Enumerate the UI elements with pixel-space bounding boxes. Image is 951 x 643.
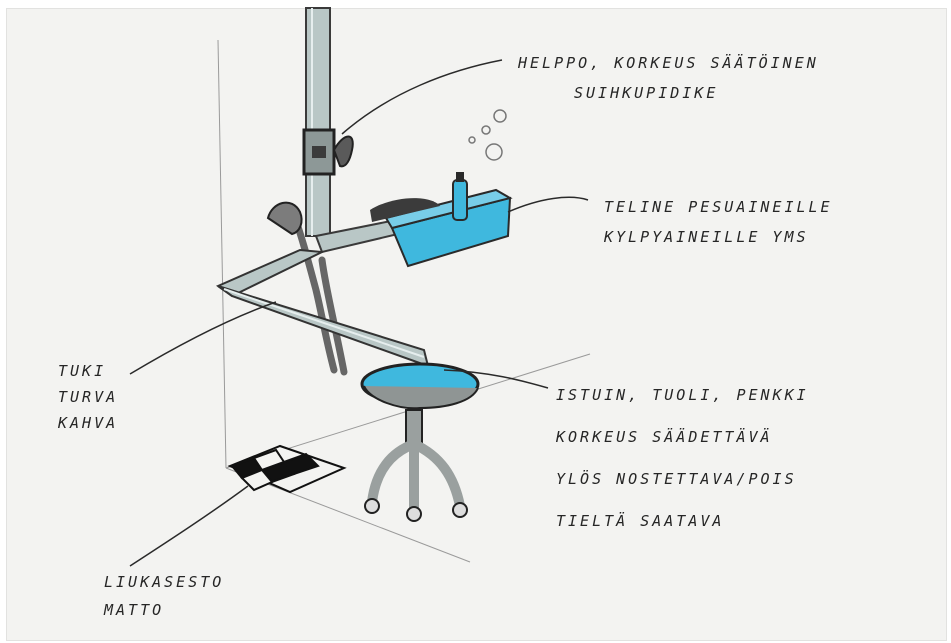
mat-note: LIUKASESTO MATTO bbox=[104, 568, 224, 624]
shelf-note: TELINE PESUAINEILLE KYLPYAINEILLE YMS bbox=[604, 192, 833, 252]
toiletries-shelf bbox=[370, 110, 510, 266]
shower-pole bbox=[306, 8, 330, 236]
shelf-note-line1: TELINE PESUAINEILLE bbox=[604, 192, 833, 222]
adjustable-stool bbox=[362, 364, 478, 521]
shower-holder-note-line2: SUIHKUPIDIKE bbox=[518, 78, 819, 108]
grab-rail-note-line2: TURVA bbox=[58, 384, 118, 410]
grab-rail-note-line1: TUKI bbox=[58, 358, 118, 384]
grab-rail-note-line3: KAHVA bbox=[58, 410, 118, 436]
anti-slip-mat bbox=[230, 446, 344, 492]
grab-rail-note: TUKI TURVA KAHVA bbox=[58, 358, 118, 436]
shower-holder-note: HELPPO, KORKEUS SÄÄTÖINEN SUIHKUPIDIKE bbox=[518, 48, 819, 108]
shower-head bbox=[268, 203, 302, 234]
stool-note-line2: KORKEUS SÄÄDETTÄVÄ bbox=[556, 416, 809, 458]
stool-note-line1: ISTUIN, TUOLI, PENKKI bbox=[556, 374, 809, 416]
stool-note-line4: TIELTÄ SAATAVA bbox=[556, 500, 809, 542]
stool-note-line3: YLÖS NOSTETTAVA/POIS bbox=[556, 458, 809, 500]
mat-note-line2: MATTO bbox=[104, 596, 224, 624]
mat-note-line1: LIUKASESTO bbox=[104, 568, 224, 596]
shelf-note-line2: KYLPYAINEILLE YMS bbox=[604, 222, 833, 252]
leader-lines bbox=[130, 60, 588, 566]
stool-note: ISTUIN, TUOLI, PENKKI KORKEUS SÄÄDETTÄVÄ… bbox=[556, 374, 809, 542]
shower-holder bbox=[304, 130, 353, 174]
shower-holder-note-line1: HELPPO, KORKEUS SÄÄTÖINEN bbox=[518, 48, 819, 78]
